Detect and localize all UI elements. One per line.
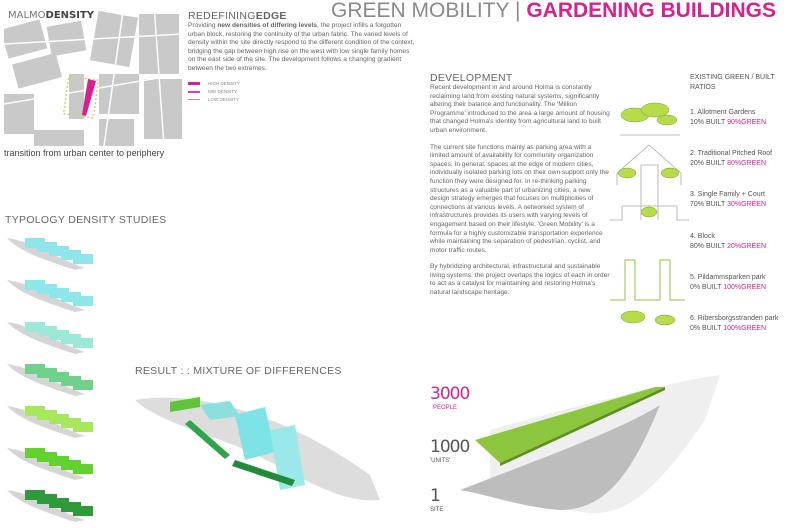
typology-block <box>37 242 57 252</box>
density-map: MALMODENSITY <box>4 4 182 146</box>
typology-title: TYPOLOGY DENSITY STUDIES <box>5 214 167 226</box>
typology-block <box>73 422 93 432</box>
stat-units: 1000'UNITS' <box>430 437 470 465</box>
density-legend: HIGH DENSITY MID DENSITY LOW DENSITY <box>188 80 416 104</box>
title-left: GREEN MOBILITY | <box>331 0 521 22</box>
development-heading: DEVELOPMENT <box>430 72 513 84</box>
typology-block <box>73 464 93 474</box>
typology-block <box>25 280 45 290</box>
typology-block <box>61 250 81 260</box>
poster-title: GREEN MOBILITY | GARDENING BUILDINGS <box>331 0 776 22</box>
typology-block <box>49 330 69 340</box>
typology-studies-graphic <box>7 238 93 522</box>
typology-block <box>37 326 57 336</box>
density-layers-graphic <box>460 375 720 514</box>
typology-block <box>25 238 45 248</box>
map-title: MALMODENSITY <box>8 10 95 21</box>
typology-block <box>25 322 45 332</box>
typology-block <box>61 502 81 512</box>
street-map-graphic <box>4 4 182 146</box>
legend-mid: MID DENSITY <box>188 88 416 96</box>
legend-high: HIGH DENSITY <box>188 80 416 88</box>
typology-block <box>49 372 69 382</box>
typology-block <box>25 406 45 416</box>
typology-block <box>61 334 81 344</box>
typology-block <box>61 292 81 302</box>
typology-block <box>25 490 45 500</box>
typology-block <box>61 376 81 386</box>
typology-block <box>73 254 93 264</box>
ratio-diagrams <box>610 102 689 326</box>
development-paragraph-3: By hybridizing architectural, infrastruc… <box>430 263 610 297</box>
redefining-heading: REDEFININGEDGE <box>188 10 287 22</box>
typology-block <box>37 410 57 420</box>
result-model-graphic <box>135 397 380 501</box>
redefining-edge-section: REDEFININGEDGE Providing new densities o… <box>188 10 416 104</box>
legend-low: LOW DENSITY <box>188 96 416 104</box>
typology-block <box>61 460 81 470</box>
development-paragraph-1: Recent development in and around Holma i… <box>430 84 610 134</box>
typology-block <box>37 452 57 462</box>
typology-block <box>73 380 93 390</box>
typology-block <box>37 284 57 294</box>
typology-block <box>73 506 93 516</box>
development-section: DEVELOPMENT Recent development in and ar… <box>430 72 610 298</box>
typology-block <box>61 418 81 428</box>
development-paragraph-2: The current site functions mainly as par… <box>430 143 609 254</box>
typology-block <box>37 494 57 504</box>
result-title: RESULT : : MIXTURE OF DIFFERENCES <box>135 365 342 377</box>
typology-block <box>37 368 57 378</box>
title-right: GARDENING BUILDINGS <box>526 0 776 22</box>
ratios-heading: EXISTING GREEN / BUILT RATIOS <box>690 74 775 91</box>
typology-block <box>25 448 45 458</box>
typology-block <box>49 498 69 508</box>
typology-block <box>73 296 93 306</box>
typology-block <box>73 338 93 348</box>
typology-block <box>49 288 69 298</box>
typology-block <box>49 414 69 424</box>
typology-block <box>49 246 69 256</box>
map-caption: transition from urban center to peripher… <box>4 148 165 158</box>
redefining-text: Providing new densities of differing lev… <box>188 22 415 72</box>
typology-block <box>49 456 69 466</box>
typology-block <box>25 364 45 374</box>
